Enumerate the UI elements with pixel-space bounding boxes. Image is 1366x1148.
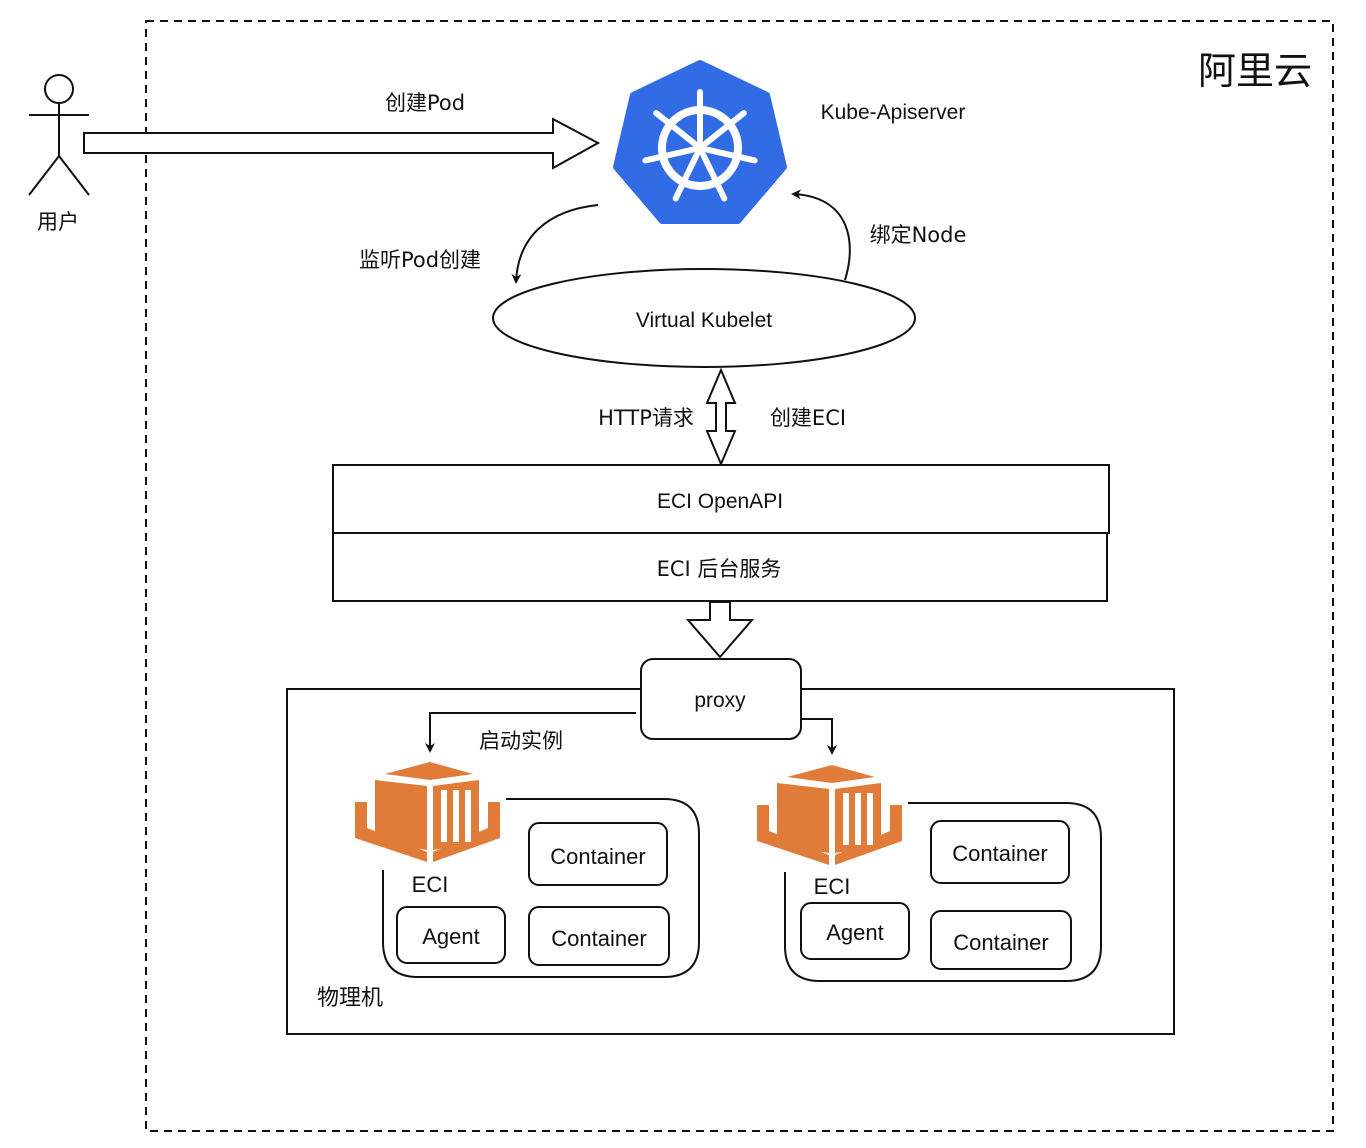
- user-actor-icon: [28, 74, 90, 196]
- eci-group-frame: [784, 802, 1102, 982]
- watch-pod-label: 监听Pod创建: [359, 248, 481, 272]
- start-instance-arrow-right: [802, 718, 837, 755]
- container-label: Container: [551, 926, 646, 951]
- start-instance-label: 启动实例: [479, 729, 563, 753]
- eci-openapi-box[interactable]: [332, 464, 1110, 534]
- agent-label: Agent: [422, 924, 480, 949]
- proxy-box[interactable]: [640, 658, 802, 740]
- helm-spoke: [672, 152, 700, 202]
- watch-pod-arrow: [511, 204, 599, 284]
- eci-icon-stripe: [867, 793, 873, 845]
- eci-icon-stripe: [453, 790, 459, 842]
- eci-icon-part: [433, 802, 500, 862]
- eci-container-icon: [757, 765, 902, 865]
- agent-box[interactable]: [396, 906, 506, 964]
- eci-icon-part: [777, 783, 829, 853]
- aliyun-title: 阿里云: [1198, 49, 1312, 93]
- http-double-arrow: [705, 367, 737, 467]
- eci-icon-stripe: [855, 793, 861, 845]
- eci-icon-part: [757, 805, 829, 865]
- eci-icon-part: [385, 762, 473, 780]
- aliyun-boundary: [145, 20, 1334, 1132]
- eci-icon-part: [835, 805, 902, 865]
- create-pod-arrow: [83, 117, 601, 170]
- container-label: Container: [550, 844, 645, 869]
- apiserver-label: Kube-Apiserver: [821, 101, 966, 124]
- eci-instance[interactable]: ECI Container Agent Container: [355, 762, 700, 978]
- agent-label: Agent: [826, 920, 884, 945]
- helm-spoke: [700, 152, 728, 202]
- container-box[interactable]: [930, 820, 1070, 884]
- proxy-label: proxy: [694, 689, 746, 712]
- physical-machine-label: 物理机: [317, 986, 383, 1011]
- container-label: Container: [953, 930, 1048, 955]
- eci-openapi-label: ECI OpenAPI: [657, 490, 783, 513]
- agent-box[interactable]: [800, 902, 910, 960]
- eci-icon-stripe: [843, 793, 849, 845]
- eci-group-frame: [382, 798, 700, 978]
- eci-icon-stripe: [465, 790, 471, 842]
- eci-backend-box[interactable]: [332, 532, 1108, 602]
- backend-to-proxy-arrow: [685, 601, 755, 659]
- helm-spoke: [642, 146, 696, 164]
- helm-spoke: [653, 110, 697, 147]
- helm-spoke: [704, 146, 758, 164]
- container-box[interactable]: [528, 822, 668, 886]
- eci-icon-part: [355, 802, 427, 862]
- eci-icon-part: [787, 765, 875, 783]
- kubernetes-icon: [613, 60, 787, 224]
- start-instance-arrow-left: [425, 712, 636, 753]
- container-box[interactable]: [528, 906, 670, 966]
- http-request-label: HTTP请求: [598, 406, 694, 430]
- user-label: 用户: [37, 210, 79, 234]
- container-label: Container: [952, 841, 1047, 866]
- bind-node-label: 绑定Node: [870, 223, 967, 247]
- virtual-kubelet-label: Virtual Kubelet: [636, 309, 772, 332]
- create-pod-label: 创建Pod: [385, 91, 465, 115]
- eci-icon-stripe: [441, 790, 447, 842]
- eci-backend-label: ECI 后台服务: [657, 557, 782, 581]
- eci-container-icon: [355, 762, 500, 862]
- container-box[interactable]: [930, 910, 1072, 970]
- virtual-kubelet-node[interactable]: [492, 268, 916, 368]
- create-eci-label: 创建ECI: [770, 406, 846, 430]
- eci-label: ECI: [814, 874, 851, 899]
- eci-label: ECI: [412, 872, 449, 897]
- eci-instance[interactable]: ECI Container Agent Container: [757, 765, 1102, 982]
- bind-node-arrow: [791, 189, 851, 281]
- eci-icon-part: [375, 780, 427, 850]
- helm-spoke: [703, 110, 747, 147]
